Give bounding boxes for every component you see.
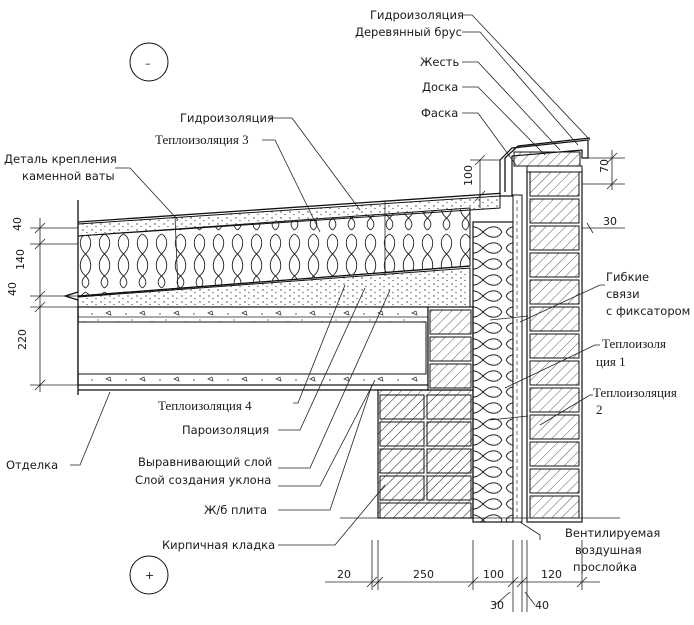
brick-beside-slab xyxy=(427,306,474,391)
dim-parapet-100: 100 xyxy=(462,165,475,186)
dim-parapet-70: 70 xyxy=(598,159,611,173)
dim-left-40b: 40 xyxy=(6,282,19,296)
dim-bottom-100: 100 xyxy=(483,568,504,581)
label-board: Доска xyxy=(422,80,458,94)
label-fixing-detail-line2: каменной ваты xyxy=(22,169,115,183)
dim-left-140: 140 xyxy=(14,249,27,270)
label-roof-waterproofing: Гидроизоляция xyxy=(180,111,274,125)
plus-sign: + xyxy=(145,569,154,582)
label-slope-layer: Слой создания уклона xyxy=(135,473,271,487)
label-chamfer: Фаска xyxy=(421,106,458,120)
label-ventilated-line2: воздушная xyxy=(575,543,642,557)
label-flexible-ties-line1: Гибкие xyxy=(606,270,649,284)
minus-sign: – xyxy=(145,57,151,70)
dim-bottom-250: 250 xyxy=(413,568,434,581)
label-insulation-1-line2: ция 1 xyxy=(596,354,626,369)
label-finish: Отделка xyxy=(6,458,58,472)
label-brick-masonry: Кирпичная кладка xyxy=(162,538,275,552)
label-fixing-detail-line1: Деталь крепления xyxy=(4,152,117,166)
label-leveling-layer: Выравнивающий слой xyxy=(138,455,272,469)
dim-bottom-30: 30 xyxy=(490,599,504,612)
inner-brick-masonry xyxy=(377,389,474,519)
label-insulation-3: Теплоизоляция 3 xyxy=(155,132,249,147)
label-top-waterproofing: Гидроизоляция xyxy=(370,8,464,22)
label-insulation-2-line1: Теплоизоляция xyxy=(593,385,677,400)
concrete-slab xyxy=(77,306,429,386)
flexible-ties xyxy=(489,315,529,421)
label-rc-slab: Ж/б плита xyxy=(204,503,267,517)
label-vapour-barrier: Пароизоляция xyxy=(182,423,269,437)
parapet-cap xyxy=(499,137,591,197)
fastener xyxy=(174,215,179,291)
label-insulation-2-line2: 2 xyxy=(596,402,603,417)
label-sheet-metal: Жесть xyxy=(420,55,459,69)
bottom-dimension-chain xyxy=(325,540,600,612)
dim-parapet-30: 30 xyxy=(603,215,617,228)
ventilated-air-gap xyxy=(512,194,523,523)
dim-bottom-40: 40 xyxy=(535,599,549,612)
label-flexible-ties-line2: связи xyxy=(606,287,640,301)
leader-lines xyxy=(70,14,605,546)
outer-brick-masonry xyxy=(526,169,583,523)
parapet-dimensions xyxy=(470,150,625,234)
level-marker-minus: – xyxy=(129,42,169,82)
left-dimension-chain xyxy=(30,218,78,392)
break-line-left xyxy=(62,200,79,395)
label-ventilated-line1: Вентилируемая xyxy=(565,526,660,540)
label-ventilated-line3: прослойка xyxy=(573,560,637,574)
label-insulation-1-line1: Теплоизоля xyxy=(602,336,666,351)
dim-bottom-20: 20 xyxy=(337,568,351,581)
label-flexible-ties-line3: с фиксатором xyxy=(606,304,690,318)
level-marker-plus: + xyxy=(129,555,169,595)
label-timber-beam: Деревянный брус xyxy=(355,25,462,39)
label-insulation-4: Теплоизоляция 4 xyxy=(158,398,252,413)
roof-waterproofing-line xyxy=(77,192,506,223)
wall-insulation-1 xyxy=(472,221,514,523)
dim-bottom-120: 120 xyxy=(541,568,562,581)
dim-left-220: 220 xyxy=(16,329,29,350)
dim-left-40a: 40 xyxy=(11,217,24,231)
